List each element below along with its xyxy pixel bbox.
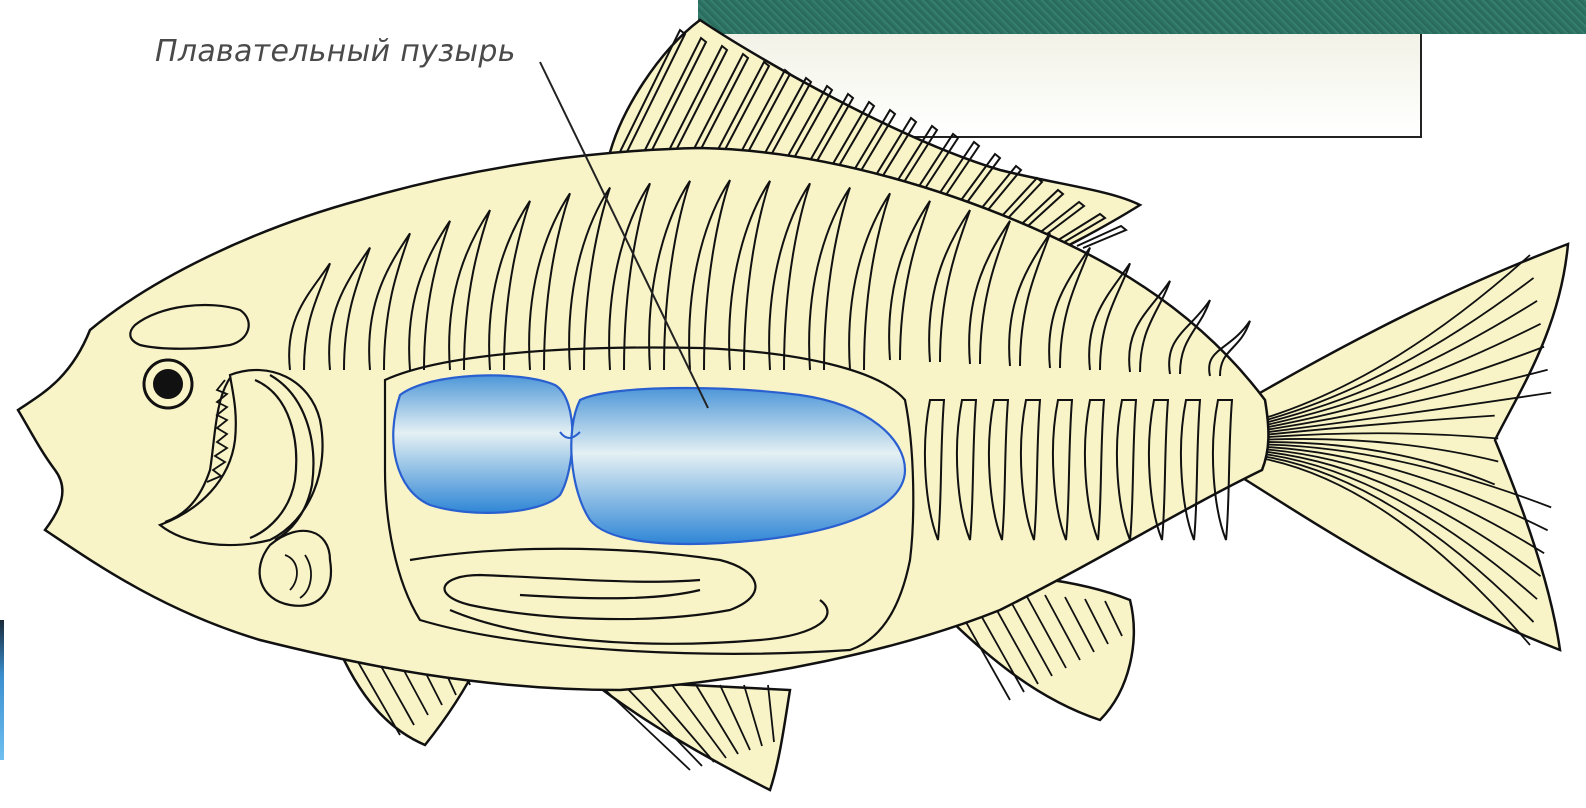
tail-fin xyxy=(1230,244,1568,650)
swim-bladder-label: Плавательный пузырь xyxy=(155,34,516,69)
pupil xyxy=(153,369,183,399)
swim-bladder-front-chamber xyxy=(393,375,572,512)
